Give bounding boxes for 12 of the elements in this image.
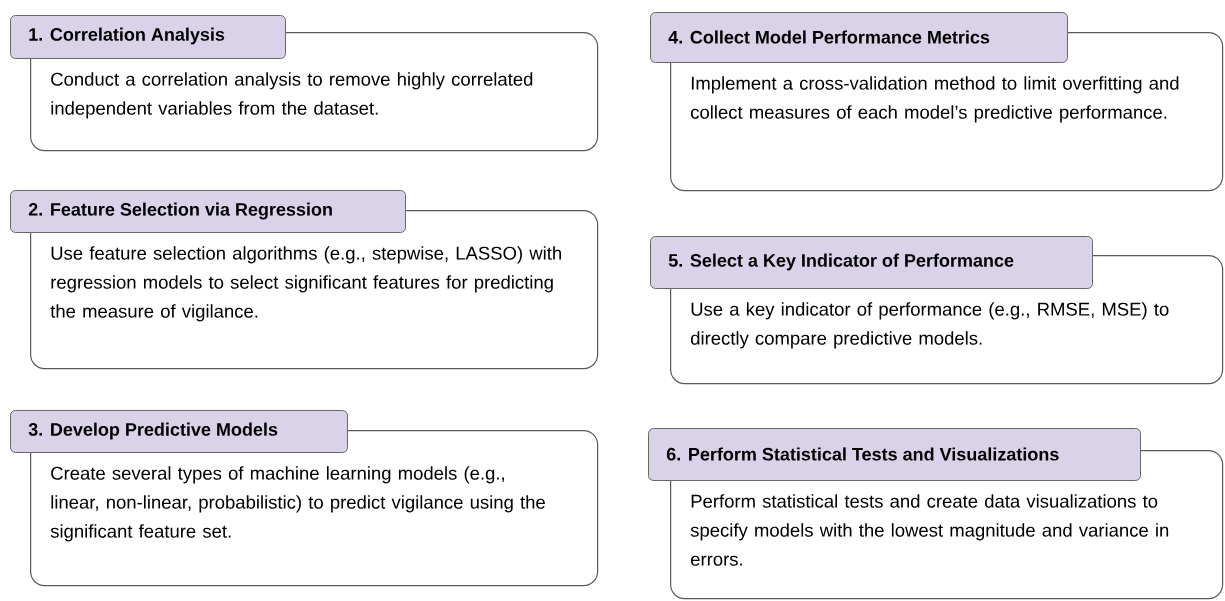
- description-text: Implement a cross-validation method to limit overfitting and collect measures of each model’s predictive performance.: [691, 76, 1179, 123]
- description-text: Create several types of machine learning models (e.g., linear, non-linear, probabilistic) to predict vigilance using the significant feature set.: [50, 466, 545, 542]
- description-text: Use feature selection algorithms (e.g., stepwise, LASSO) with regression models to select significant features for predicting the measure of vigilance.: [50, 246, 561, 322]
- description-text: Use a key indicator of performance (e.g., RMSE, MSE) to directly compare predictive models.: [691, 302, 1169, 349]
- heading-tab: 5. Select a Key Indicator of Performance: [650, 236, 1093, 289]
- heading-tab: 3. Develop Predictive Models: [10, 410, 348, 453]
- description-text: Perform statistical tests and create data visualizations to specify models with the lowest magnitude and variance in errors.: [690, 494, 1169, 566]
- heading-tab: 6. Perform Statistical Tests and Visualizations: [648, 428, 1141, 481]
- heading-tab: 2. Feature Selection via Regression: [10, 190, 406, 233]
- heading-tab: 1. Correlation Analysis: [10, 15, 286, 59]
- description-text: Conduct a correlation analysis to remove highly correlated independent variables from the dataset.: [51, 72, 533, 119]
- heading-tab: 4. Collect Model Performance Metrics: [650, 12, 1068, 63]
